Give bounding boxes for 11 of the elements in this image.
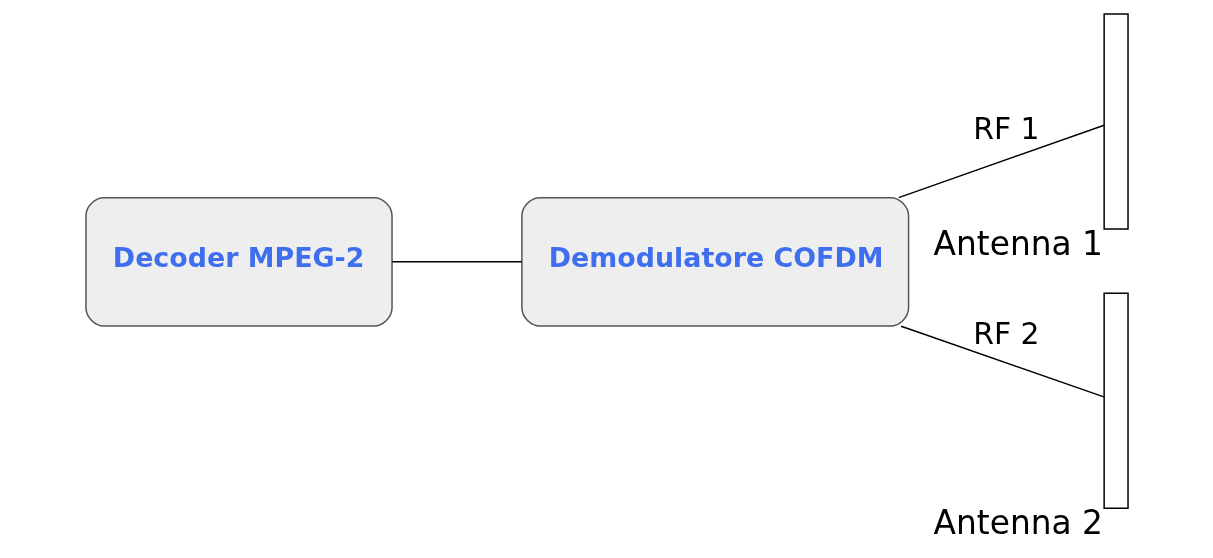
- edge-label: RF 2: [972, 315, 1040, 351]
- node-box: Decoder MPEG-2: [84, 196, 393, 327]
- node-bar: [1102, 13, 1129, 230]
- node-bar: [1102, 292, 1129, 509]
- node-label: Antenna 2: [933, 504, 1103, 543]
- connector: [390, 261, 522, 263]
- edge-label: RF 1: [972, 111, 1040, 147]
- connector: [897, 124, 1105, 199]
- node-box: Demodulatore COFDM: [520, 196, 909, 327]
- node-label: Antenna 1: [933, 225, 1103, 264]
- connector: [899, 325, 1105, 398]
